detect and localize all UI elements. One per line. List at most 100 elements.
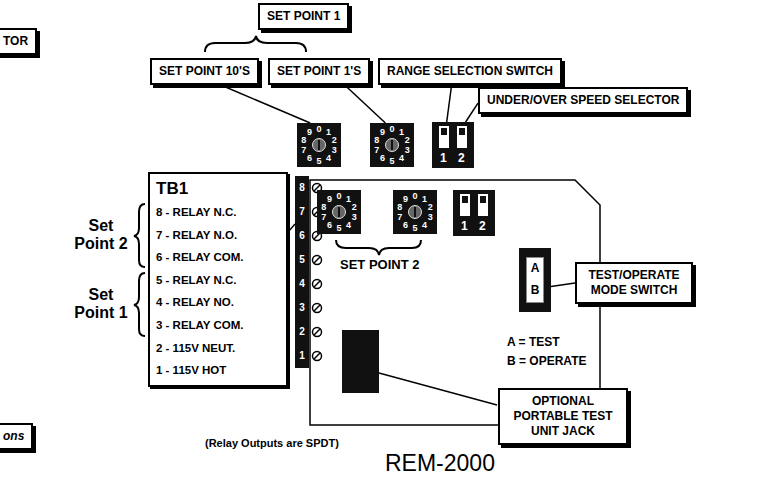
dip-slot	[478, 194, 488, 216]
dial-digit: 9	[380, 128, 385, 137]
terminal-legend-box: TB18 - RELAY N.C.7 - RELAY N.O.6 - RELAY…	[148, 172, 288, 387]
rotary-switch: 0123456789	[297, 123, 341, 167]
dial-digit: 2	[405, 136, 410, 145]
dial-digit: 0	[412, 192, 417, 201]
mode-note: A = TEST	[507, 335, 560, 349]
callout-text: ons	[3, 429, 24, 444]
terminal-number: 5	[295, 248, 309, 272]
dial-digit: 2	[352, 203, 357, 212]
dial-digit: 5	[389, 157, 394, 166]
leader-line	[551, 283, 575, 286]
callout-text: TOR	[3, 34, 28, 49]
dial-digit: 9	[403, 195, 408, 204]
dial-digit: 0	[316, 125, 321, 134]
dial-digit: 4	[326, 153, 331, 162]
callout-text: SET POINT 1'S	[277, 64, 361, 79]
leader-line	[221, 85, 310, 123]
dial-digit: 9	[327, 195, 332, 204]
callout-box: UNDER/OVER SPEED SELECTOR	[478, 87, 688, 114]
dial-digit: 8	[374, 136, 379, 145]
dip-switch: 12	[453, 190, 495, 236]
terminal-number: 8	[295, 176, 309, 200]
callout-box: SET POINT 1'S	[268, 58, 370, 85]
dial-digit: 3	[405, 145, 410, 154]
rotary-switch: 0123456789	[393, 190, 437, 234]
mode-switch: AB	[519, 248, 551, 312]
terminal-screw	[313, 328, 322, 337]
switch-number: 2	[458, 151, 465, 165]
dial-digit: 3	[428, 212, 433, 221]
dial-digit: 3	[352, 212, 357, 221]
cut-off-callout-box: ons	[0, 423, 33, 450]
set-point-1-bracket	[205, 36, 306, 52]
terminal-screw	[313, 256, 322, 265]
dial-digit: 5	[316, 157, 321, 166]
dial-digit: 7	[321, 212, 326, 221]
dip-switch: 12	[432, 122, 474, 168]
rotary-knob	[332, 205, 346, 219]
jack-leader-line	[379, 373, 497, 405]
dip-slot	[460, 194, 470, 216]
dial-digit: 6	[403, 220, 408, 229]
switch-number: 1	[440, 151, 447, 165]
dial-digit: 4	[399, 153, 404, 162]
screw-slot	[314, 329, 320, 335]
callout-box: OPTIONAL PORTABLE TEST UNIT JACK	[498, 388, 628, 445]
screw-slot	[314, 281, 320, 287]
dial-digit: 6	[380, 153, 385, 162]
tb-set-point-2-bracket	[134, 204, 145, 267]
terminal-description: 5 - RELAY N.C.	[156, 269, 280, 292]
rotary-knob	[312, 138, 326, 152]
dial-digit: 1	[399, 128, 404, 137]
terminal-number: 1	[295, 344, 309, 368]
screw-slot	[314, 257, 320, 263]
terminal-description: 3 - RELAY COM.	[156, 314, 280, 337]
screw-slot	[314, 305, 320, 311]
callout-box: RANGE SELECTION SWITCH	[378, 58, 562, 85]
terminal-number: 4	[295, 272, 309, 296]
terminal-screw	[313, 280, 322, 289]
dial-digit: 0	[389, 125, 394, 134]
terminal-block: 87654321	[295, 176, 309, 368]
cut-off-callout-box: TOR	[0, 28, 37, 55]
terminal-screw	[313, 352, 322, 361]
dial-digit: 7	[374, 145, 379, 154]
note: (Relay Outputs are SPDT)	[205, 437, 339, 450]
callout-box: SET POINT 10'S	[150, 58, 259, 85]
dial-digit: 8	[301, 136, 306, 145]
dial-digit: 6	[327, 220, 332, 229]
dial-digit: 5	[336, 224, 341, 233]
terminal-description: 1 - 115V HOT	[156, 359, 280, 382]
dial-digit: 4	[422, 220, 427, 229]
callout-box: TEST/OPERATE MODE SWITCH	[575, 262, 693, 304]
rotary-knob	[408, 205, 422, 219]
callout-text: SET POINT 1	[267, 9, 340, 24]
terminal-block-name: TB1	[156, 177, 280, 201]
group-label: SET POINT 2	[340, 257, 419, 272]
rotary-switch: 0123456789	[317, 190, 361, 234]
leader-line	[345, 85, 386, 123]
terminal-description: 7 - RELAY N.O.	[156, 224, 280, 247]
dial-digit: 0	[336, 192, 341, 201]
switch-position: B	[519, 283, 551, 297]
rotary-knob	[385, 138, 399, 152]
model-name: REM-2000	[385, 450, 495, 476]
dial-digit: 2	[332, 136, 337, 145]
callout-text: TEST/OPERATE MODE SWITCH	[584, 268, 684, 298]
callout-text: SET POINT 10'S	[159, 64, 250, 79]
test-unit-jack	[342, 330, 379, 393]
dial-digit: 1	[326, 128, 331, 137]
dial-digit: 5	[412, 224, 417, 233]
callout-text: RANGE SELECTION SWITCH	[387, 64, 553, 79]
terminal-description: 8 - RELAY N.C.	[156, 201, 280, 224]
bracket-label: Set Point 1	[70, 286, 132, 322]
callout-box: SET POINT 1	[258, 3, 349, 30]
terminal-number: 6	[295, 224, 309, 248]
dial-digit: 8	[397, 203, 402, 212]
mode-note: B = OPERATE	[507, 354, 586, 368]
dip-slot	[439, 126, 449, 148]
terminal-number: 7	[295, 200, 309, 224]
screw-slot	[314, 353, 320, 359]
leader-line	[288, 224, 295, 232]
dial-digit: 7	[301, 145, 306, 154]
